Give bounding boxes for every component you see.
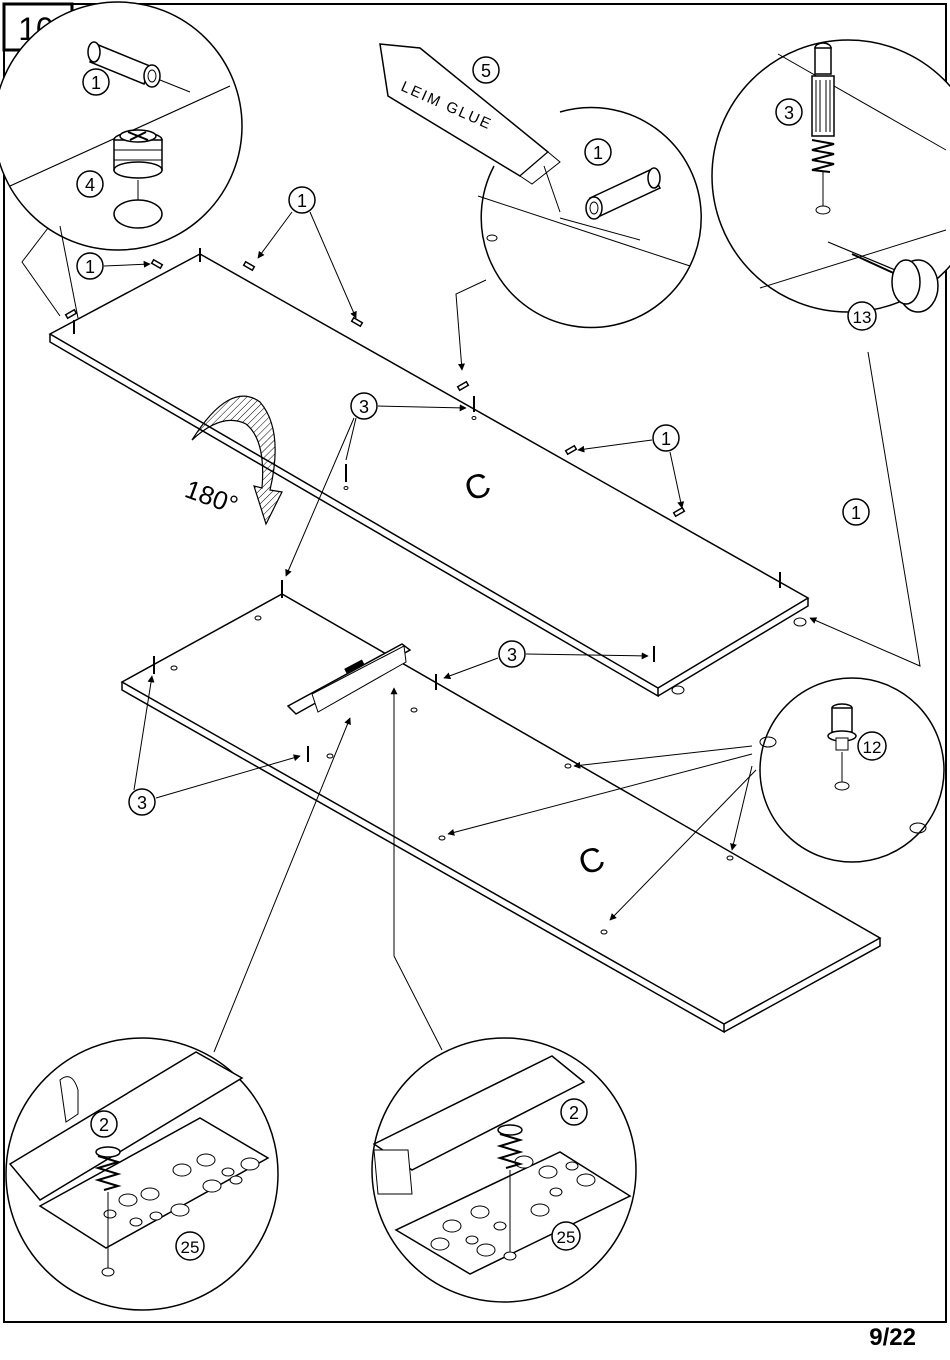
callout-1: 1 [851, 503, 861, 523]
detail-circle-connector: 12 [760, 678, 944, 862]
dowel-icon [586, 168, 660, 219]
callout-4: 4 [85, 175, 95, 195]
callout-3: 3 [137, 793, 147, 813]
page-number: 9/22 [869, 1324, 916, 1352]
callout-2: 2 [569, 1103, 579, 1123]
callout-3: 3 [784, 103, 794, 123]
rotation-label: 180° [181, 474, 242, 521]
glue-tube-icon: LEIM GLUE [380, 44, 560, 184]
callout-3: 3 [507, 645, 517, 665]
panel-c-top: C [50, 248, 808, 696]
callout-25: 25 [181, 1238, 200, 1257]
detail-circle-runner-right: 2 25 [372, 1038, 636, 1302]
detail-circle-cam: 1 4 [0, 2, 242, 250]
callout-5: 5 [481, 61, 491, 81]
callout-1: 1 [85, 257, 95, 277]
callout-25: 25 [557, 1228, 576, 1247]
callout-1: 1 [593, 143, 603, 163]
callout-13: 13 [853, 308, 872, 327]
callout-1: 1 [661, 429, 671, 449]
detail-circle-runner-left: 2 25 [6, 1038, 278, 1310]
callout-12: 12 [863, 738, 882, 757]
callout-3: 3 [359, 397, 369, 417]
callout-2: 2 [99, 1115, 109, 1135]
detail-circle-bolt: 3 13 [712, 40, 950, 330]
callout-1: 1 [297, 191, 307, 211]
callout-1: 1 [91, 73, 101, 93]
